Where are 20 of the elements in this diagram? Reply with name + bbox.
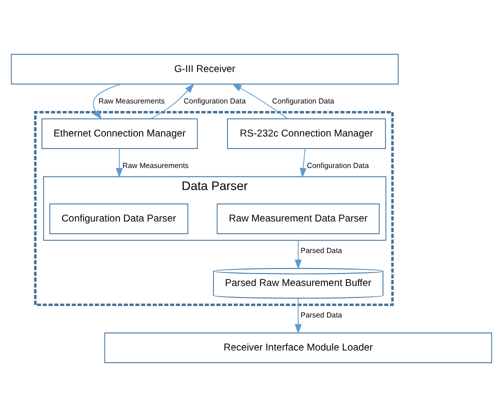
node-box: RS-232c Connection Manager — [227, 118, 386, 148]
edge-label: Parsed Data — [300, 310, 342, 319]
node-box: Configuration Data Parser — [49, 203, 188, 234]
arrow — [232, 83, 288, 119]
node-box: Receiver Interface Module Loader — [104, 332, 492, 363]
node-box: Ethernet Connection Manager — [42, 118, 198, 148]
arrow — [294, 239, 302, 270]
edge-label: Configuration Data — [272, 96, 334, 105]
node-box: Raw Measurement Data Parser — [216, 203, 380, 234]
arrow — [300, 148, 307, 178]
edge-label: Raw Measurements — [122, 160, 189, 170]
edge-label: Parsed Data — [300, 245, 342, 254]
arrow — [116, 148, 123, 178]
arrow — [294, 298, 302, 334]
arrow — [92, 83, 122, 120]
edge-label: Raw Measurements — [98, 96, 165, 105]
edge-label: Configuration Data — [184, 96, 246, 105]
arrow — [150, 82, 194, 119]
edge-label: Configuration Data — [306, 160, 369, 170]
node-box: G-III Receiver — [10, 53, 399, 84]
